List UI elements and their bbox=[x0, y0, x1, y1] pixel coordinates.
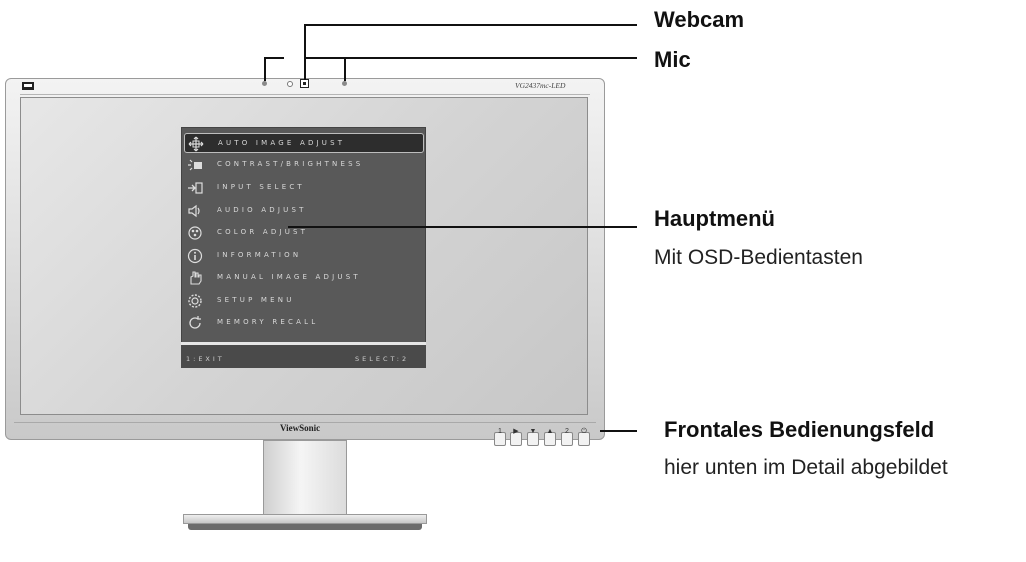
osd-item-setup-menu[interactable]: SETUP MENU bbox=[184, 291, 424, 311]
monitor-stand-neck bbox=[263, 440, 347, 518]
callout-webcam: Webcam bbox=[654, 7, 745, 32]
osd-item-label: AUTO IMAGE ADJUST bbox=[218, 139, 346, 147]
webcam-indicator-icon bbox=[287, 81, 293, 87]
osd-item-label: INFORMATION bbox=[217, 251, 302, 259]
osd-item-label: SETUP MENU bbox=[217, 296, 295, 304]
model-number: VG2437mc-LED bbox=[515, 81, 566, 90]
webcam-leader-line-h bbox=[304, 24, 637, 26]
monitor-stand-foot bbox=[188, 524, 422, 530]
osd-footer-exit: 1:EXIT bbox=[186, 355, 225, 363]
webcam-icon bbox=[300, 79, 309, 88]
callout-front-panel-subtitle: hier unten im Detail abgebildet bbox=[664, 456, 948, 479]
memory-recall-icon bbox=[189, 316, 201, 329]
osd-item-contrast-brightness[interactable]: CONTRAST/BRIGHTNESS bbox=[184, 155, 424, 175]
front-button-down[interactable] bbox=[527, 432, 539, 446]
callout-front-panel: Frontales Bedienungsfeld bbox=[664, 417, 935, 442]
front-button-power[interactable] bbox=[578, 432, 590, 446]
color-icon bbox=[188, 226, 202, 240]
osd-item-manual-image-adjust[interactable]: MANUAL IMAGE ADJUST bbox=[184, 268, 424, 288]
front-button-up-label: ▲ bbox=[546, 428, 554, 435]
front-button-power-label: ⏻ bbox=[581, 428, 587, 435]
osd-item-label: MEMORY RECALL bbox=[217, 318, 319, 326]
osd-item-memory-recall[interactable]: MEMORY RECALL bbox=[184, 313, 424, 333]
mic-left-icon bbox=[262, 81, 267, 86]
osd-item-auto-image-adjust[interactable]: AUTO IMAGE ADJUST bbox=[184, 133, 424, 153]
mic-leader-line-left bbox=[264, 57, 266, 81]
viewsonic-bird-logo bbox=[22, 82, 34, 90]
front-button-right-label: ▶ bbox=[513, 428, 519, 435]
info-icon bbox=[187, 248, 203, 264]
osd-footer bbox=[181, 345, 426, 368]
front-button-right[interactable] bbox=[510, 432, 522, 446]
audio-icon bbox=[188, 204, 200, 218]
osd-item-input-select[interactable]: INPUT SELECT bbox=[184, 178, 424, 198]
osd-item-information[interactable]: INFORMATION bbox=[184, 246, 424, 266]
osd-main-menu bbox=[181, 127, 426, 368]
osd-item-label: AUDIO ADJUST bbox=[217, 206, 307, 214]
mic-leader-line-left-h bbox=[264, 57, 284, 59]
mic-right-icon bbox=[342, 81, 347, 86]
front-button-2[interactable] bbox=[561, 432, 573, 446]
osd-item-label: COLOR ADJUST bbox=[217, 228, 309, 236]
brightness-icon bbox=[188, 159, 202, 171]
front-button-1[interactable] bbox=[494, 432, 506, 446]
mic-leader-line-right bbox=[344, 57, 346, 81]
osd-item-label: CONTRAST/BRIGHTNESS bbox=[217, 160, 364, 168]
mic-leader-line-h bbox=[306, 57, 637, 59]
bezel-chin-line bbox=[14, 422, 596, 423]
callout-main-menu: Hauptmenü bbox=[654, 206, 775, 231]
osd-footer-separator bbox=[181, 342, 426, 345]
front-button-2-label: 2 bbox=[565, 428, 569, 435]
callout-main-menu-subtitle: Mit OSD-Bedientasten bbox=[654, 246, 863, 269]
front-button-up[interactable] bbox=[544, 432, 556, 446]
osd-item-label: INPUT SELECT bbox=[217, 183, 305, 191]
monitor-stand-base bbox=[183, 514, 427, 524]
callout-mic: Mic bbox=[654, 47, 691, 72]
osd-item-label: MANUAL IMAGE ADJUST bbox=[217, 273, 361, 281]
osd-item-audio-adjust[interactable]: AUDIO ADJUST bbox=[184, 201, 424, 221]
webcam-leader-line bbox=[304, 24, 306, 80]
manual-adjust-icon bbox=[190, 271, 202, 285]
input-icon bbox=[188, 182, 203, 194]
osd-item-color-adjust[interactable]: COLOR ADJUST bbox=[184, 223, 424, 243]
brand-logo: ViewSonic bbox=[280, 423, 321, 433]
main-menu-leader-line bbox=[288, 226, 637, 228]
front-panel-leader-line bbox=[600, 430, 637, 432]
auto-adjust-icon bbox=[188, 136, 204, 152]
front-button-down-label: ▼ bbox=[529, 428, 537, 435]
front-button-1-label: 1 bbox=[498, 428, 502, 435]
setup-icon bbox=[188, 294, 202, 308]
osd-footer-select: SELECT:2 bbox=[355, 355, 410, 363]
bezel-divider bbox=[20, 94, 590, 95]
